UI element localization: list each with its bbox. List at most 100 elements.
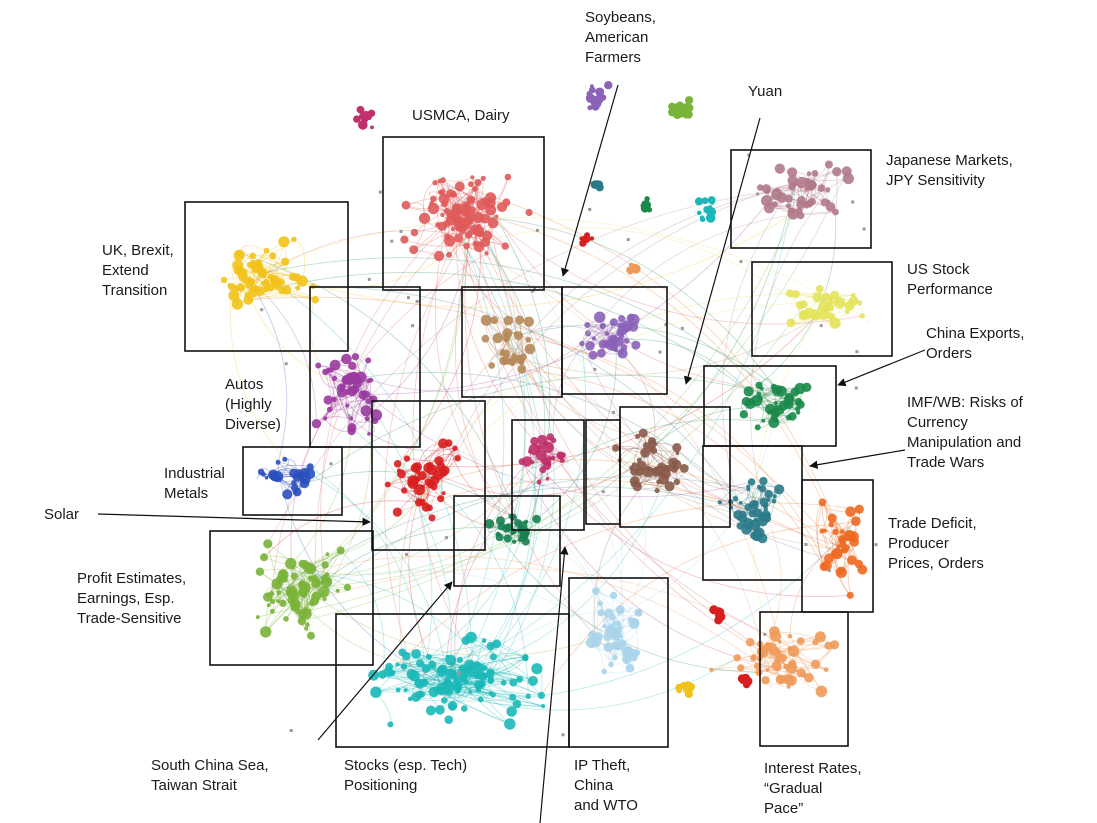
network-node: [610, 630, 621, 641]
network-node: [282, 456, 288, 462]
network-node: [641, 200, 648, 207]
network-node: [733, 654, 741, 662]
network-node: [461, 636, 471, 645]
network-edge: [384, 217, 479, 676]
network-node: [815, 685, 828, 698]
network-edge: [310, 299, 326, 373]
network-node: [844, 309, 850, 315]
network-node: [439, 177, 446, 184]
network-edge: [758, 212, 837, 386]
network-node: [601, 668, 608, 675]
network-node: [360, 121, 366, 127]
network-node: [628, 617, 640, 629]
network-node: [231, 298, 244, 310]
network-node: [452, 218, 459, 225]
network-node: [598, 89, 604, 95]
network-node: [614, 348, 619, 353]
network-node: [746, 484, 751, 489]
box-green: [453, 495, 561, 587]
network-node: [461, 201, 471, 211]
network-node: [228, 289, 240, 301]
network-node: [390, 239, 394, 243]
cluster-boxes: [184, 136, 893, 748]
network-node: [254, 259, 263, 267]
network-edge: [444, 680, 491, 701]
network-node: [476, 223, 482, 229]
network-node: [427, 202, 440, 215]
network-edge: [521, 368, 825, 567]
network-edge: [263, 527, 507, 576]
network-node: [644, 196, 650, 202]
network-node: [590, 84, 594, 89]
network-node: [485, 670, 494, 679]
network-node: [753, 533, 761, 541]
network-node: [481, 334, 490, 343]
box-japan: [730, 149, 872, 249]
network-node: [537, 444, 544, 451]
network-node: [771, 498, 777, 504]
network-node: [597, 600, 603, 607]
network-node: [503, 315, 514, 326]
network-edge: [418, 682, 510, 725]
network-node: [487, 217, 499, 229]
network-node: [709, 199, 715, 205]
network-node: [269, 608, 275, 614]
network-node: [351, 353, 360, 361]
network-node: [263, 592, 273, 602]
network-edge: [789, 539, 843, 637]
network-node: [579, 340, 585, 347]
network-node: [756, 391, 762, 397]
box-rates: [759, 611, 849, 747]
network-node: [307, 631, 315, 640]
network-edge: [397, 656, 448, 691]
network-node: [755, 669, 763, 676]
network-node: [785, 195, 793, 203]
network-node: [400, 663, 408, 670]
network-edge: [465, 640, 534, 682]
box-ip: [568, 577, 669, 748]
network-edge: [513, 184, 796, 543]
network-edge: [465, 451, 537, 683]
network-node: [862, 227, 866, 231]
network-node: [292, 273, 302, 283]
network-edge: [382, 674, 542, 696]
network-node: [618, 333, 625, 339]
network-node: [326, 406, 333, 413]
network-node: [635, 433, 640, 439]
network-edge: [248, 296, 823, 532]
network-node: [685, 96, 694, 105]
arrow-south-china-sea: [317, 581, 453, 741]
network-node: [798, 310, 809, 321]
network-edge: [429, 171, 837, 509]
network-node: [440, 465, 450, 476]
network-node: [320, 576, 333, 588]
network-node: [290, 565, 296, 570]
network-node: [220, 276, 228, 284]
network-node: [602, 340, 611, 348]
network-node: [465, 215, 471, 221]
network-node: [366, 115, 372, 120]
network-node: [755, 381, 763, 389]
network-node: [454, 455, 461, 462]
network-node: [244, 292, 250, 298]
network-node: [437, 665, 446, 673]
network-node: [364, 416, 370, 422]
network-edge: [351, 427, 452, 661]
network-node: [329, 359, 341, 371]
network-edge: [294, 375, 790, 493]
network-node: [670, 465, 678, 473]
network-node: [761, 418, 766, 423]
network-edge: [478, 684, 544, 707]
network-node: [751, 654, 757, 660]
network-node: [794, 397, 803, 406]
network-edge: [370, 343, 583, 392]
network-node: [444, 235, 456, 247]
network-node: [409, 245, 419, 255]
network-edge: [719, 486, 749, 503]
network-edge: [277, 553, 328, 602]
network-node: [618, 315, 626, 322]
network-node: [804, 543, 808, 546]
network-node: [289, 598, 301, 610]
network-node: [440, 212, 445, 218]
network-edge: [389, 666, 544, 707]
